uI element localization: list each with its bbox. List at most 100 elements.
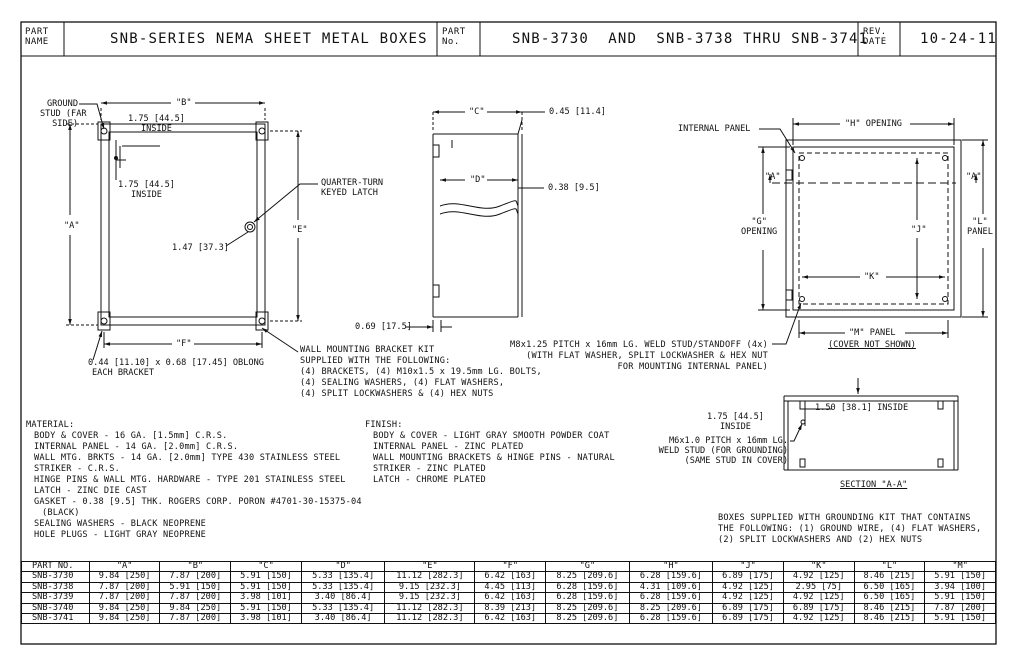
weld-stud-note: M8x1.25 PITCH x 16mm LG. WELD STUD/STAND…	[505, 340, 768, 373]
dim-c: "C"	[469, 107, 485, 117]
label-line: 1.75 [44.5]	[707, 412, 764, 422]
table-header-cell: "E"	[384, 560, 476, 573]
dimension-cell: 3.40 [86.4]	[300, 592, 386, 604]
dimension-cell: 8.46 [215]	[853, 613, 926, 625]
table-header-cell: PART NO.	[21, 560, 90, 573]
dimension-cell: 9.84 [250]	[159, 602, 232, 615]
dimension-cell: 8.25 [209.6]	[545, 613, 630, 625]
label-line: PART	[25, 27, 49, 37]
label-line: (4) BRACKETS, (4) M10x1.5 x 19.5mm LG. B…	[300, 367, 542, 377]
finish-line: INTERNAL PANEL - ZINC PLATED	[373, 442, 524, 452]
label-line: "G"	[751, 217, 767, 227]
material-line: INTERNAL PANEL - 14 GA. [2.0mm] C.R.S.	[34, 442, 239, 452]
dimension-cell: 7.87 [200]	[88, 592, 161, 604]
internal-panel-label: INTERNAL PANEL	[678, 124, 751, 134]
finish-line: LATCH - CHROME PLATED	[373, 475, 486, 485]
label-line: EACH BRACKET	[92, 368, 155, 378]
part-number-cell: SNB-3739	[21, 592, 90, 604]
label-line: OPENING	[741, 227, 778, 237]
finish-notes: FINISH: BODY & COVER - LIGHT GRAY SMOOTH…	[365, 420, 615, 486]
part-name-label: PART NAME	[25, 27, 49, 47]
label-line: (SAME STUD IN COVER)	[684, 456, 788, 466]
dimension-cell: 4.92 [125]	[712, 581, 784, 594]
dim-d: "D"	[470, 175, 486, 185]
dimension-cell: 3.40 [86.4]	[300, 613, 386, 625]
label-line: KEYED LATCH	[321, 188, 378, 198]
table-header-cell: "A"	[88, 560, 161, 573]
table-header-cell: "K"	[782, 560, 855, 573]
material-line: GASKET - 0.38 [9.5] THK. ROGERS CORP. PO…	[34, 497, 362, 507]
dimension-cell: 5.91 [150]	[924, 571, 996, 583]
dimension-cell: 8.46 [215]	[853, 602, 926, 615]
label-line: (4) SEALING WASHERS, (4) FLAT WASHERS,	[300, 378, 505, 388]
dimension-cell: 5.91 [150]	[924, 592, 996, 604]
section-mark-left: "A"	[765, 172, 781, 182]
label-line: No.	[442, 37, 460, 47]
dimension-cell: 6.28 [159.6]	[545, 592, 630, 604]
dim-flange: 0.45 [11.4]	[549, 107, 606, 117]
label-line: PART	[442, 27, 466, 37]
dimension-cell: 5.91 [150]	[230, 581, 302, 594]
table-header-cell: "F"	[474, 560, 547, 573]
dimension-cell: 5.33 [135.4]	[300, 571, 386, 583]
dimension-cell: 6.42 [163]	[474, 571, 547, 583]
dimension-cell: 7.87 [200]	[924, 602, 996, 615]
label-line: INSIDE	[130, 190, 162, 200]
dimension-cell: 8.39 [213]	[474, 602, 547, 615]
dimension-cell: 4.92 [125]	[782, 571, 855, 583]
dimension-cell: 4.45 [113]	[474, 581, 547, 594]
label-line: BOXES SUPPLIED WITH GROUNDING KIT THAT C…	[718, 513, 971, 523]
dimension-cell: 3.94 [100]	[924, 581, 996, 594]
latch-label: QUARTER-TURN KEYED LATCH	[321, 178, 383, 198]
label-line: INSIDE	[140, 124, 172, 134]
dimension-cell: 11.12 [282.3]	[384, 571, 476, 583]
part-number-cell: SNB-3738	[21, 581, 90, 594]
label-line: (4) SPLIT LOCKWASHERS & (4) HEX NUTS	[300, 389, 494, 399]
finish-line: WALL MOUNTING BRACKETS & HINGE PINS - NA…	[373, 453, 615, 463]
section-dim-inside-top: 1.50 [38.1] INSIDE	[815, 403, 909, 413]
dimension-cell: 4.92 [125]	[782, 592, 855, 604]
dim-j: "J"	[911, 225, 927, 235]
material-line: HINGE PINS & WALL MTG. HARDWARE - TYPE 2…	[34, 475, 346, 485]
label-line: FOR MOUNTING INTERNAL PANEL)	[617, 362, 768, 372]
dimension-cell: 6.42 [163]	[474, 592, 547, 604]
dimension-cell: 8.25 [209.6]	[545, 571, 630, 583]
label-line: WELD STUD (FOR GROUNDING)	[658, 446, 788, 456]
label-line: THE FOLLOWING: (1) GROUND WIRE, (4) FLAT…	[718, 524, 982, 534]
dimension-cell: 6.89 [175]	[712, 613, 784, 625]
material-notes: MATERIAL: BODY & COVER - 16 GA. [1.5mm] …	[26, 420, 362, 541]
table-header-cell: "G"	[545, 560, 630, 573]
label-line: SUPPLIED WITH THE FOLLOWING:	[300, 356, 451, 366]
label-line: 0.44 [11.10] x 0.68 [17.45] OBLONG	[88, 358, 264, 368]
rear-view-linework	[758, 118, 988, 345]
label-line: PANEL	[967, 227, 993, 237]
label-line: WALL MOUNTING BRACKET KIT	[300, 345, 435, 355]
dimension-cell: 6.89 [175]	[712, 571, 784, 583]
label-line: STUD (FAR	[40, 109, 87, 119]
material-line: STRIKER - C.R.S.	[34, 464, 120, 474]
dimension-cell: 6.42 [163]	[474, 613, 547, 625]
label-line: INSIDE	[719, 422, 751, 432]
front-view-linework	[66, 101, 318, 361]
label-line: QUARTER-TURN	[321, 178, 384, 188]
dim-inside-side: 1.75 [44.5] INSIDE	[118, 180, 175, 200]
section-mark-right: "A"	[966, 172, 982, 182]
dim-g: "G" OPENING	[741, 217, 777, 237]
dimension-cell: 5.33 [135.4]	[300, 581, 386, 594]
label-line: DATE	[863, 37, 887, 47]
dimension-cell: 7.87 [200]	[159, 571, 232, 583]
dimension-cell: 9.84 [250]	[88, 613, 161, 625]
table-header-cell: "J"	[712, 560, 784, 573]
dim-gasket: 0.38 [9.5]	[548, 183, 600, 193]
table-header-cell: "L"	[853, 560, 926, 573]
label-line: M8x1.25 PITCH x 16mm LG. WELD STUD/STAND…	[510, 340, 768, 350]
dimension-cell: 8.46 [215]	[853, 571, 926, 583]
part-number-cell: SNB-3740	[21, 602, 90, 615]
finish-heading: FINISH:	[365, 420, 403, 430]
dim-k: "K"	[864, 272, 880, 282]
sheet-border	[20, 21, 997, 645]
